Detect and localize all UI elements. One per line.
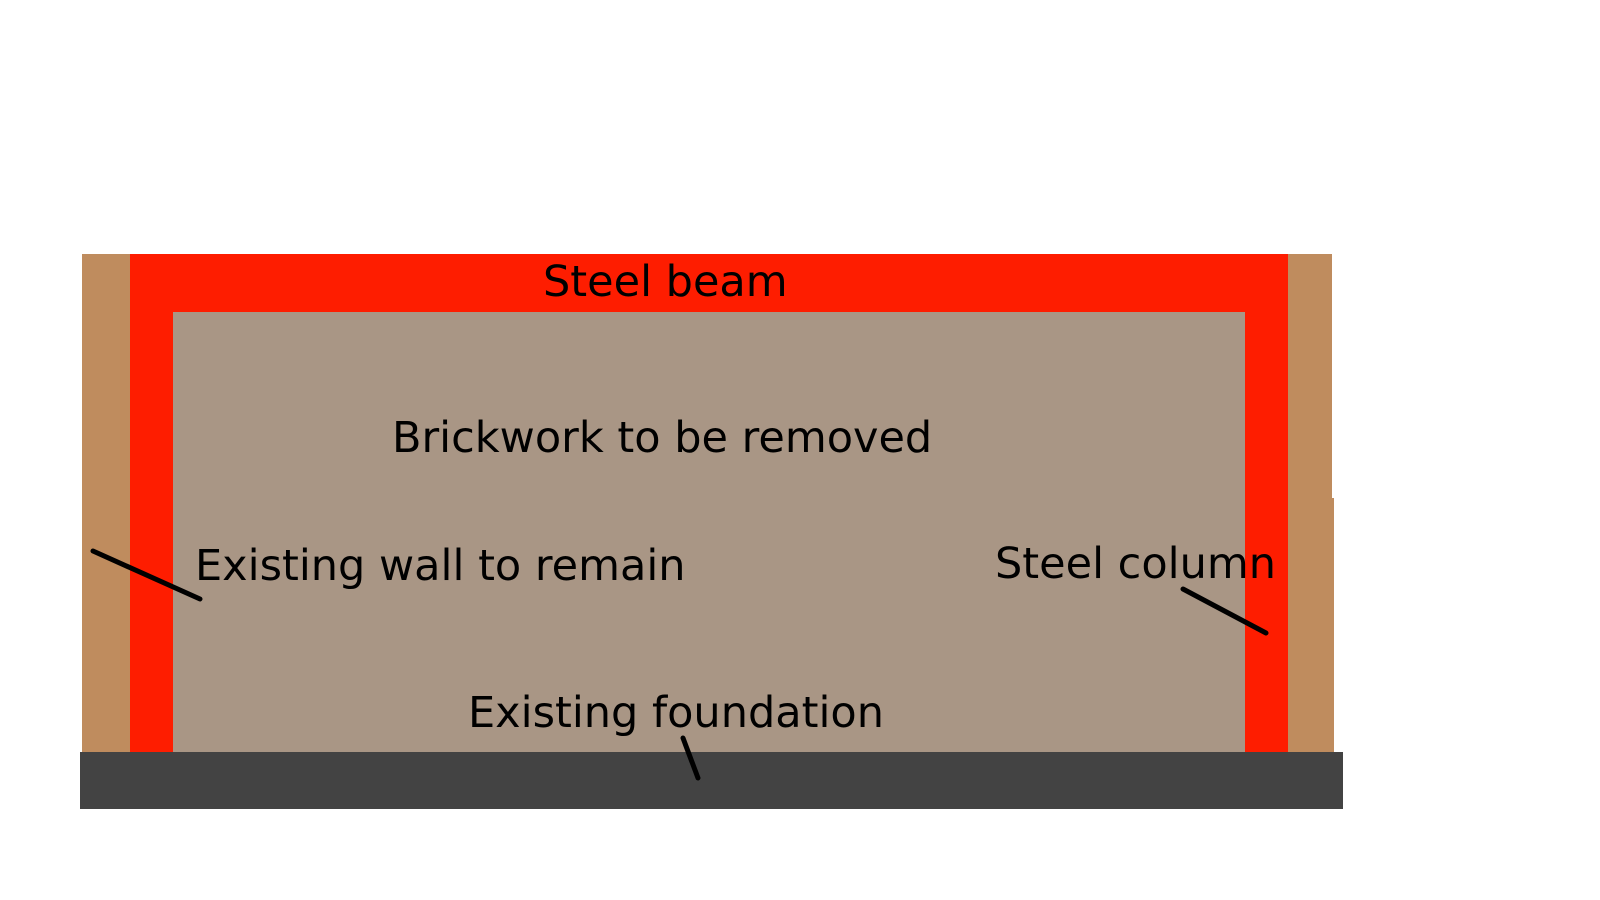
existing-wall-left-shape — [82, 254, 130, 752]
steel-column-left-shape — [130, 254, 173, 752]
steel-beam-shape — [130, 254, 1288, 312]
existing-wall-right-lower-shape — [1288, 498, 1334, 752]
existing-wall-label: Existing wall to remain — [195, 541, 686, 591]
foundation-shape — [80, 752, 1343, 809]
steel-column-right-shape — [1245, 254, 1288, 752]
steel-beam-label: Steel beam — [543, 257, 788, 307]
existing-wall-right-upper-shape — [1288, 254, 1332, 498]
brickwork-panel-shape — [173, 312, 1245, 752]
steel-column-label: Steel column — [995, 539, 1276, 589]
brickwork-label: Brickwork to be removed — [392, 413, 933, 463]
existing-foundation-label: Existing foundation — [468, 688, 884, 738]
